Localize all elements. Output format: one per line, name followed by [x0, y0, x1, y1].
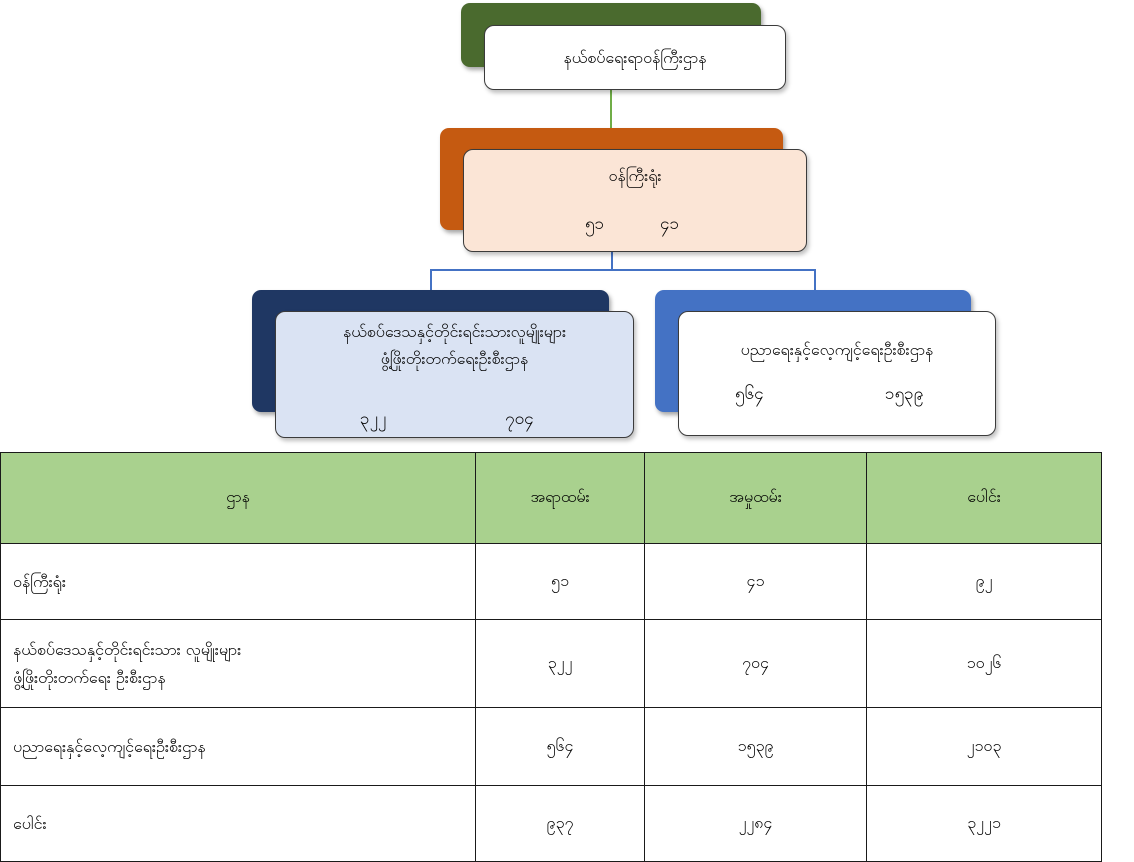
staff-table: ဌာန အရာထမ်း အမှုထမ်း ပေါင်း ဝန်ကြီးရုံး …: [0, 452, 1102, 862]
row-department-line: ပညာရေးနှင့်လေ့ကျင့်ရေးဦးစီးဌာန: [13, 736, 206, 756]
header-department: ဌာန: [0, 452, 476, 544]
row-department: နယ်စပ်ဒေသနှင့်တိုင်းရင်းသား လူမျိုးများ …: [0, 619, 476, 708]
table-header-row: ဌာန အရာထမ်း အမှုထမ်း ပေါင်း: [0, 452, 1102, 544]
row-department-line: ဝန်ကြီးရုံး: [13, 571, 66, 591]
table-row: နယ်စပ်ဒေသနှင့်တိုင်းရင်းသား လူမျိုးများ …: [0, 619, 1102, 708]
connector-horizontal: [430, 269, 816, 271]
right-node-officers: ၅၆၄: [735, 384, 764, 404]
row-staff: ၇၀၄: [644, 619, 867, 708]
table-row: ပညာရေးနှင့်လေ့ကျင့်ရေးဦးစီးဌာန ၅၆၄ ၁၅၃၉ …: [0, 707, 1102, 786]
left-node-officers: ၃၂၂: [360, 409, 387, 429]
right-node-title: ပညာရေးနှင့်လေ့ကျင့်ရေးဦးစီးဌာန: [740, 340, 934, 359]
row-staff: ၂၂၈၄: [644, 785, 867, 862]
row-department-line: ပေါင်း: [13, 813, 47, 833]
row-total: ၁၀၂၆: [866, 619, 1102, 708]
row-total: ၉၂: [866, 543, 1102, 620]
row-officers: ၉၃၇: [475, 785, 645, 862]
header-officers: အရာထမ်း: [475, 452, 645, 544]
row-department-line: နယ်စပ်ဒေသနှင့်တိုင်းရင်းသား လူမျိုးများ: [13, 639, 242, 659]
connector-left-drop: [430, 269, 432, 291]
row-officers: ၅၁: [475, 543, 645, 620]
header-total: ပေါင်း: [866, 452, 1102, 544]
right-node: ပညာရေးနှင့်လေ့ကျင့်ရေးဦးစီးဌာန: [678, 311, 996, 436]
row-total: ၃၂၂၁: [866, 785, 1102, 862]
row-staff: ၁၅၃၉: [644, 707, 867, 786]
connector-top-mid: [610, 90, 612, 130]
header-staff: အမှုထမ်း: [644, 452, 867, 544]
left-node-title-line1: နယ်စပ်ဒေသနှင့်တိုင်းရင်းသားလူမျိုးများ: [342, 322, 567, 341]
row-total: ၂၁၀၃: [866, 707, 1102, 786]
row-department: ဝန်ကြီးရုံး: [0, 543, 476, 620]
right-node-staff: ၁၅၃၉: [885, 384, 924, 404]
left-node-staff: ၇၀၄: [505, 409, 534, 429]
row-department-line: ဖွံ့ဖြိုးတိုးတက်ရေး ဦးစီးဌာန: [13, 667, 166, 687]
connector-right-drop: [814, 269, 816, 291]
row-department: ပညာရေးနှင့်လေ့ကျင့်ရေးဦးစီးဌာန: [0, 707, 476, 786]
top-node-title: နယ်စပ်ရေးရာဝန်ကြီးဌာန: [563, 48, 707, 67]
row-department: ပေါင်း: [0, 785, 476, 862]
top-node: နယ်စပ်ရေးရာဝန်ကြီးဌာန: [484, 25, 786, 90]
table-row: ဝန်ကြီးရုံး ၅၁ ၄၁ ၉၂: [0, 543, 1102, 620]
mid-node: ဝန်ကြီးရုံး: [463, 149, 807, 252]
connector-mid-down: [611, 252, 613, 270]
row-staff: ၄၁: [644, 543, 867, 620]
row-officers: ၃၂၂: [475, 619, 645, 708]
table-row: ပေါင်း ၉၃၇ ၂၂၈၄ ၃၂၂၁: [0, 785, 1102, 862]
row-officers: ၅၆၄: [475, 707, 645, 786]
left-node: နယ်စပ်ဒေသနှင့်တိုင်းရင်းသားလူမျိုးများ ဖ…: [275, 311, 634, 438]
mid-node-title: ဝန်ကြီးရုံး: [608, 166, 662, 185]
left-node-title-line2: ဖွံ့ဖြိုးတိုးတက်ရေးဦးစီးဌာန: [380, 349, 529, 368]
mid-node-officers: ၅၁: [585, 214, 605, 234]
mid-node-staff: ၄၁: [660, 214, 680, 234]
